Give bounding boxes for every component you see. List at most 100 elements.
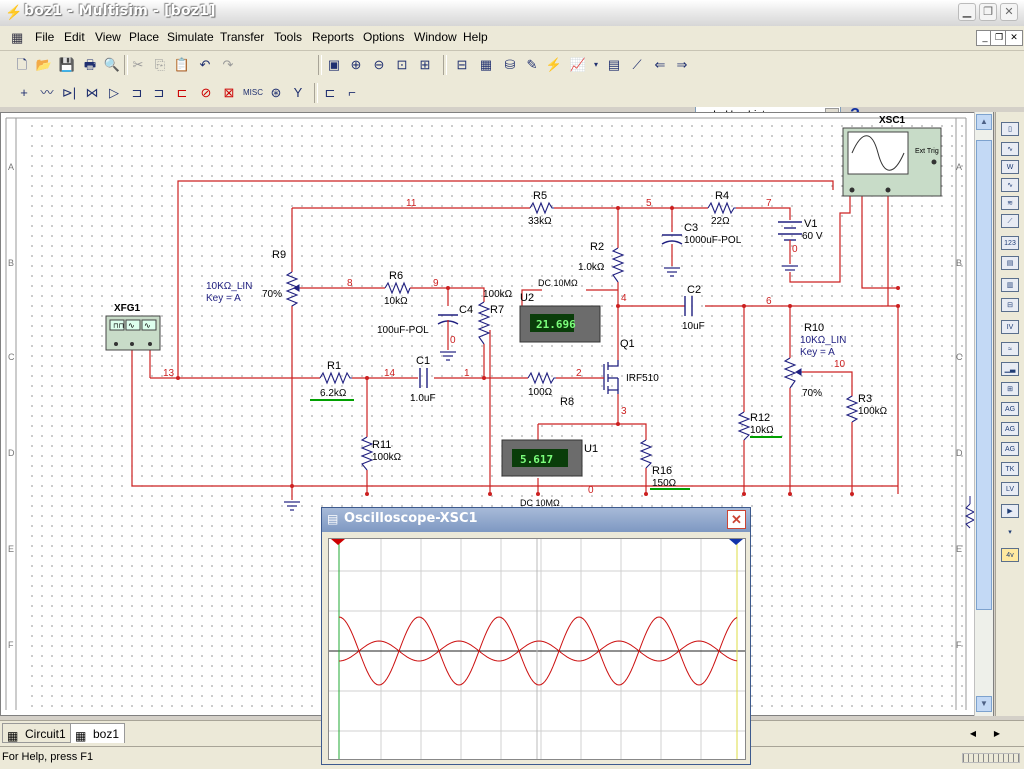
iv-analyzer-icon[interactable]: IV xyxy=(1001,320,1019,334)
menu-file[interactable]: File xyxy=(35,30,55,44)
electromechanical-icon[interactable]: Y xyxy=(293,85,303,100)
tab-circuit1[interactable]: ▦ Circuit1 xyxy=(2,723,72,743)
multimeter-u1[interactable]: 5.617 U1 DC 10MΩ xyxy=(501,439,598,508)
erc-marker-icon[interactable]: ⟋ xyxy=(632,57,642,72)
zoom-out-icon[interactable]: ⊖ xyxy=(373,57,385,72)
multisim-app-icon[interactable]: ⚡ xyxy=(5,4,23,20)
grapher-icon[interactable]: 📈 xyxy=(569,57,587,72)
minimize-button[interactable]: ▁ xyxy=(958,3,976,21)
oscilloscope-instrument-icon[interactable]: ∿ xyxy=(1001,178,1019,192)
open-icon[interactable]: 📂 xyxy=(35,57,53,72)
analog-component-icon[interactable]: ▷ xyxy=(109,85,119,100)
mixed-component-icon[interactable]: ⊘ xyxy=(200,85,212,100)
menu-transfer[interactable]: Transfer xyxy=(220,30,265,44)
menu-view[interactable]: View xyxy=(95,30,121,44)
redo-icon[interactable]: ↷ xyxy=(222,57,234,72)
misc-component-icon[interactable]: MISC xyxy=(243,88,263,97)
cursor-1-marker-icon[interactable] xyxy=(331,539,345,545)
network-analyzer-icon[interactable]: ⊞ xyxy=(1001,382,1019,396)
zoom-in-icon[interactable]: ⊕ xyxy=(350,57,362,72)
source-component-icon[interactable]: + xyxy=(20,85,28,100)
frequency-counter-icon[interactable]: 123 xyxy=(1001,236,1019,250)
rf-component-icon[interactable]: ⊛ xyxy=(270,85,282,100)
back-annotate-icon[interactable]: ⇐ xyxy=(654,57,666,72)
cut-icon[interactable]: ✂ xyxy=(132,57,144,72)
oscilloscope-xsc1[interactable]: XSC1 Ext Trig xyxy=(842,115,942,197)
postprocessor-icon[interactable]: ▤ xyxy=(607,57,621,72)
forward-annotate-icon[interactable]: ⇒ xyxy=(676,57,688,72)
multimeter-instrument-icon[interactable]: ▯ xyxy=(1001,122,1019,136)
paste-icon[interactable]: 📋 xyxy=(173,57,191,72)
diode-component-icon[interactable]: ⊳| xyxy=(61,85,77,100)
basic-component-icon[interactable]: 〰 xyxy=(40,85,54,100)
oscilloscope-window[interactable]: ▤ Oscilloscope-XSC1 ✕ xyxy=(321,507,751,765)
agilent-multimeter-icon[interactable]: AG xyxy=(1001,422,1019,436)
scroll-down-icon[interactable]: ▼ xyxy=(976,696,992,712)
agilent-scope-icon[interactable]: AG xyxy=(1001,442,1019,456)
indicator-component-icon[interactable]: ⊠ xyxy=(223,85,235,100)
transistor-component-icon[interactable]: ⋈ xyxy=(85,85,99,100)
misc-digital-icon[interactable]: ⊏ xyxy=(176,85,188,100)
vertical-scrollbar[interactable]: ▲ ▼ xyxy=(974,112,993,716)
cmos-component-icon[interactable]: ⊐ xyxy=(153,85,165,100)
wattmeter-instrument-icon[interactable]: W xyxy=(1001,160,1019,174)
tab-boz1[interactable]: ▦ boz1 xyxy=(70,723,126,743)
cursor-2-marker-icon[interactable] xyxy=(729,539,743,545)
undo-icon[interactable]: ↶ xyxy=(199,57,211,72)
function-generator-xfg1[interactable]: ⊓⊓ ∿ ∿ XFG1 xyxy=(105,303,161,351)
copy-icon[interactable]: ⎘ xyxy=(154,57,166,72)
zoom-area-icon[interactable]: ⊡ xyxy=(396,57,408,72)
menu-reports[interactable]: Reports xyxy=(312,30,355,44)
toggle-fullscreen-icon[interactable]: ▣ xyxy=(327,57,341,72)
spectrum-analyzer-icon[interactable]: ▁▃ xyxy=(1001,362,1019,376)
scroll-up-icon[interactable]: ▲ xyxy=(976,114,992,130)
print-preview-icon[interactable]: 🔍 xyxy=(103,57,121,72)
bus-icon[interactable]: ⌐ xyxy=(348,85,356,100)
print-icon[interactable]: 🖶 xyxy=(83,57,97,72)
scrollbar-thumb[interactable] xyxy=(976,140,992,610)
r2-label: R2 xyxy=(590,241,604,253)
word-generator-icon[interactable]: ▤ xyxy=(1001,256,1019,270)
mdi-close-button[interactable]: ✕ xyxy=(1005,30,1023,46)
labview-instrument-icon[interactable]: LV xyxy=(1001,482,1019,496)
tab-scroll-right-icon[interactable]: ▶ xyxy=(990,727,1004,741)
database-manager-icon[interactable]: ⛁ xyxy=(504,57,516,72)
more-instruments-icon[interactable]: ▾ xyxy=(1008,529,1012,536)
measurement-probe-icon[interactable]: ▶ xyxy=(1001,504,1019,518)
close-button[interactable]: ✕ xyxy=(1000,3,1018,21)
menu-tools[interactable]: Tools xyxy=(274,30,303,44)
grapher-dropdown-icon[interactable]: ▾ xyxy=(593,60,598,69)
cap-leads xyxy=(447,244,673,350)
maximize-button[interactable]: ❐ xyxy=(979,3,997,21)
menu-edit[interactable]: Edit xyxy=(64,30,85,44)
distortion-analyzer-icon[interactable]: ≈ xyxy=(1001,342,1019,356)
menu-window[interactable]: Window xyxy=(414,30,457,44)
menu-help[interactable]: Help xyxy=(463,30,488,44)
r10-percent: 70% xyxy=(802,388,822,399)
component-wizard-icon[interactable]: ✎ xyxy=(526,57,538,72)
menu-simulate[interactable]: Simulate xyxy=(167,30,214,44)
bode-plotter-icon[interactable]: ⟋ xyxy=(1001,214,1019,228)
logic-converter-icon[interactable]: ⊟ xyxy=(1001,298,1019,312)
document-icon[interactable]: ▦ xyxy=(11,30,24,45)
multimeter-u2[interactable]: 21.696 U2 DC 10MΩ xyxy=(519,278,601,343)
save-icon[interactable]: 💾 xyxy=(58,57,76,72)
new-icon[interactable]: 🗋 xyxy=(16,57,28,72)
four-channel-scope-icon[interactable]: ≋ xyxy=(1001,196,1019,210)
oscilloscope-close-button[interactable]: ✕ xyxy=(727,510,746,529)
logic-analyzer-icon[interactable]: ▥ xyxy=(1001,278,1019,292)
function-generator-instrument-icon[interactable]: ∿ xyxy=(1001,142,1019,156)
spreadsheet-view-icon[interactable]: ▦ xyxy=(479,57,493,72)
electrical-rules-check-icon[interactable]: ⚡ xyxy=(545,57,563,72)
hierarchical-block-icon[interactable]: ⊏ xyxy=(324,85,336,100)
menu-place[interactable]: Place xyxy=(129,30,160,44)
tab-scroll-left-icon[interactable]: ◀ xyxy=(966,727,980,741)
oscilloscope-title-bar[interactable]: ▤ Oscilloscope-XSC1 ✕ xyxy=(322,508,750,532)
menu-options[interactable]: Options xyxy=(363,30,405,44)
ttl-component-icon[interactable]: ⊐ xyxy=(131,85,143,100)
agilent-generator-icon[interactable]: AG xyxy=(1001,402,1019,416)
tektronix-scope-icon[interactable]: TK xyxy=(1001,462,1019,476)
design-toolbox-icon[interactable]: ⊟ xyxy=(456,57,468,72)
zoom-fit-icon[interactable]: ⊞ xyxy=(419,57,431,72)
current-probe-icon[interactable]: 4v xyxy=(1001,548,1019,562)
